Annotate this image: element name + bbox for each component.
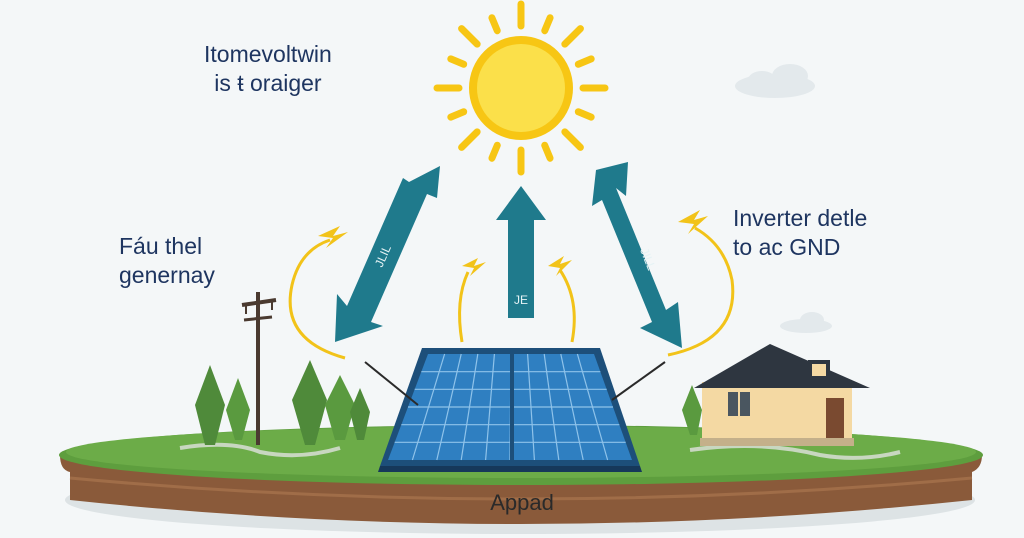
label-right-line1: Inverter detle [733, 205, 868, 231]
panel-cell-line [543, 353, 560, 461]
panel-cell-line [560, 353, 584, 461]
label-top-left-line1: Itomevoltwin [204, 41, 332, 67]
energy-loops [288, 226, 735, 360]
label-left: Fáu thel genernay [119, 232, 215, 290]
sun-ray [447, 108, 468, 121]
panel-cell-line [436, 353, 462, 461]
sun-ray [574, 55, 595, 68]
label-left-line2: genernay [119, 262, 215, 288]
connection-lines [364, 361, 666, 406]
sun-ray [561, 128, 584, 151]
solar-panel-icon [378, 348, 642, 472]
sun-ray [541, 14, 554, 35]
label-top-left: Itomevoltwin is ŧ oraiger [204, 40, 332, 98]
house-icon [694, 344, 870, 446]
sun-ray [458, 128, 481, 151]
sun-ray [561, 25, 584, 48]
sun-ray [447, 55, 468, 68]
sun-ray [488, 14, 501, 35]
arrow-center [496, 186, 546, 318]
panel-cell-line [460, 353, 479, 461]
utility-pole-icon [241, 292, 277, 445]
label-left-line1: Fáu thel [119, 233, 203, 259]
trees-left [195, 360, 702, 445]
sun-ray [458, 25, 481, 48]
arrow-left [335, 166, 440, 342]
panel-cell-line [527, 353, 535, 461]
lightning-icon [318, 210, 708, 276]
label-top-left-line2: is ŧ oraiger [214, 70, 322, 96]
panel-cell-line [485, 353, 495, 461]
arrow-right [592, 162, 682, 348]
label-right-line2: to ac GND [733, 234, 841, 260]
sun-ray [488, 141, 501, 162]
panel-cell-line [576, 353, 609, 461]
sun-icon [433, 0, 609, 176]
sun-ray [541, 141, 554, 162]
label-right: Inverter detle to ac GND [733, 204, 867, 262]
label-ground: Appad [490, 490, 554, 515]
cloud-right [735, 64, 815, 98]
arrow-center-label: JE [514, 293, 528, 307]
sun-ray [574, 108, 595, 121]
cloud-small [780, 312, 832, 333]
panel-cell-line [411, 353, 446, 461]
